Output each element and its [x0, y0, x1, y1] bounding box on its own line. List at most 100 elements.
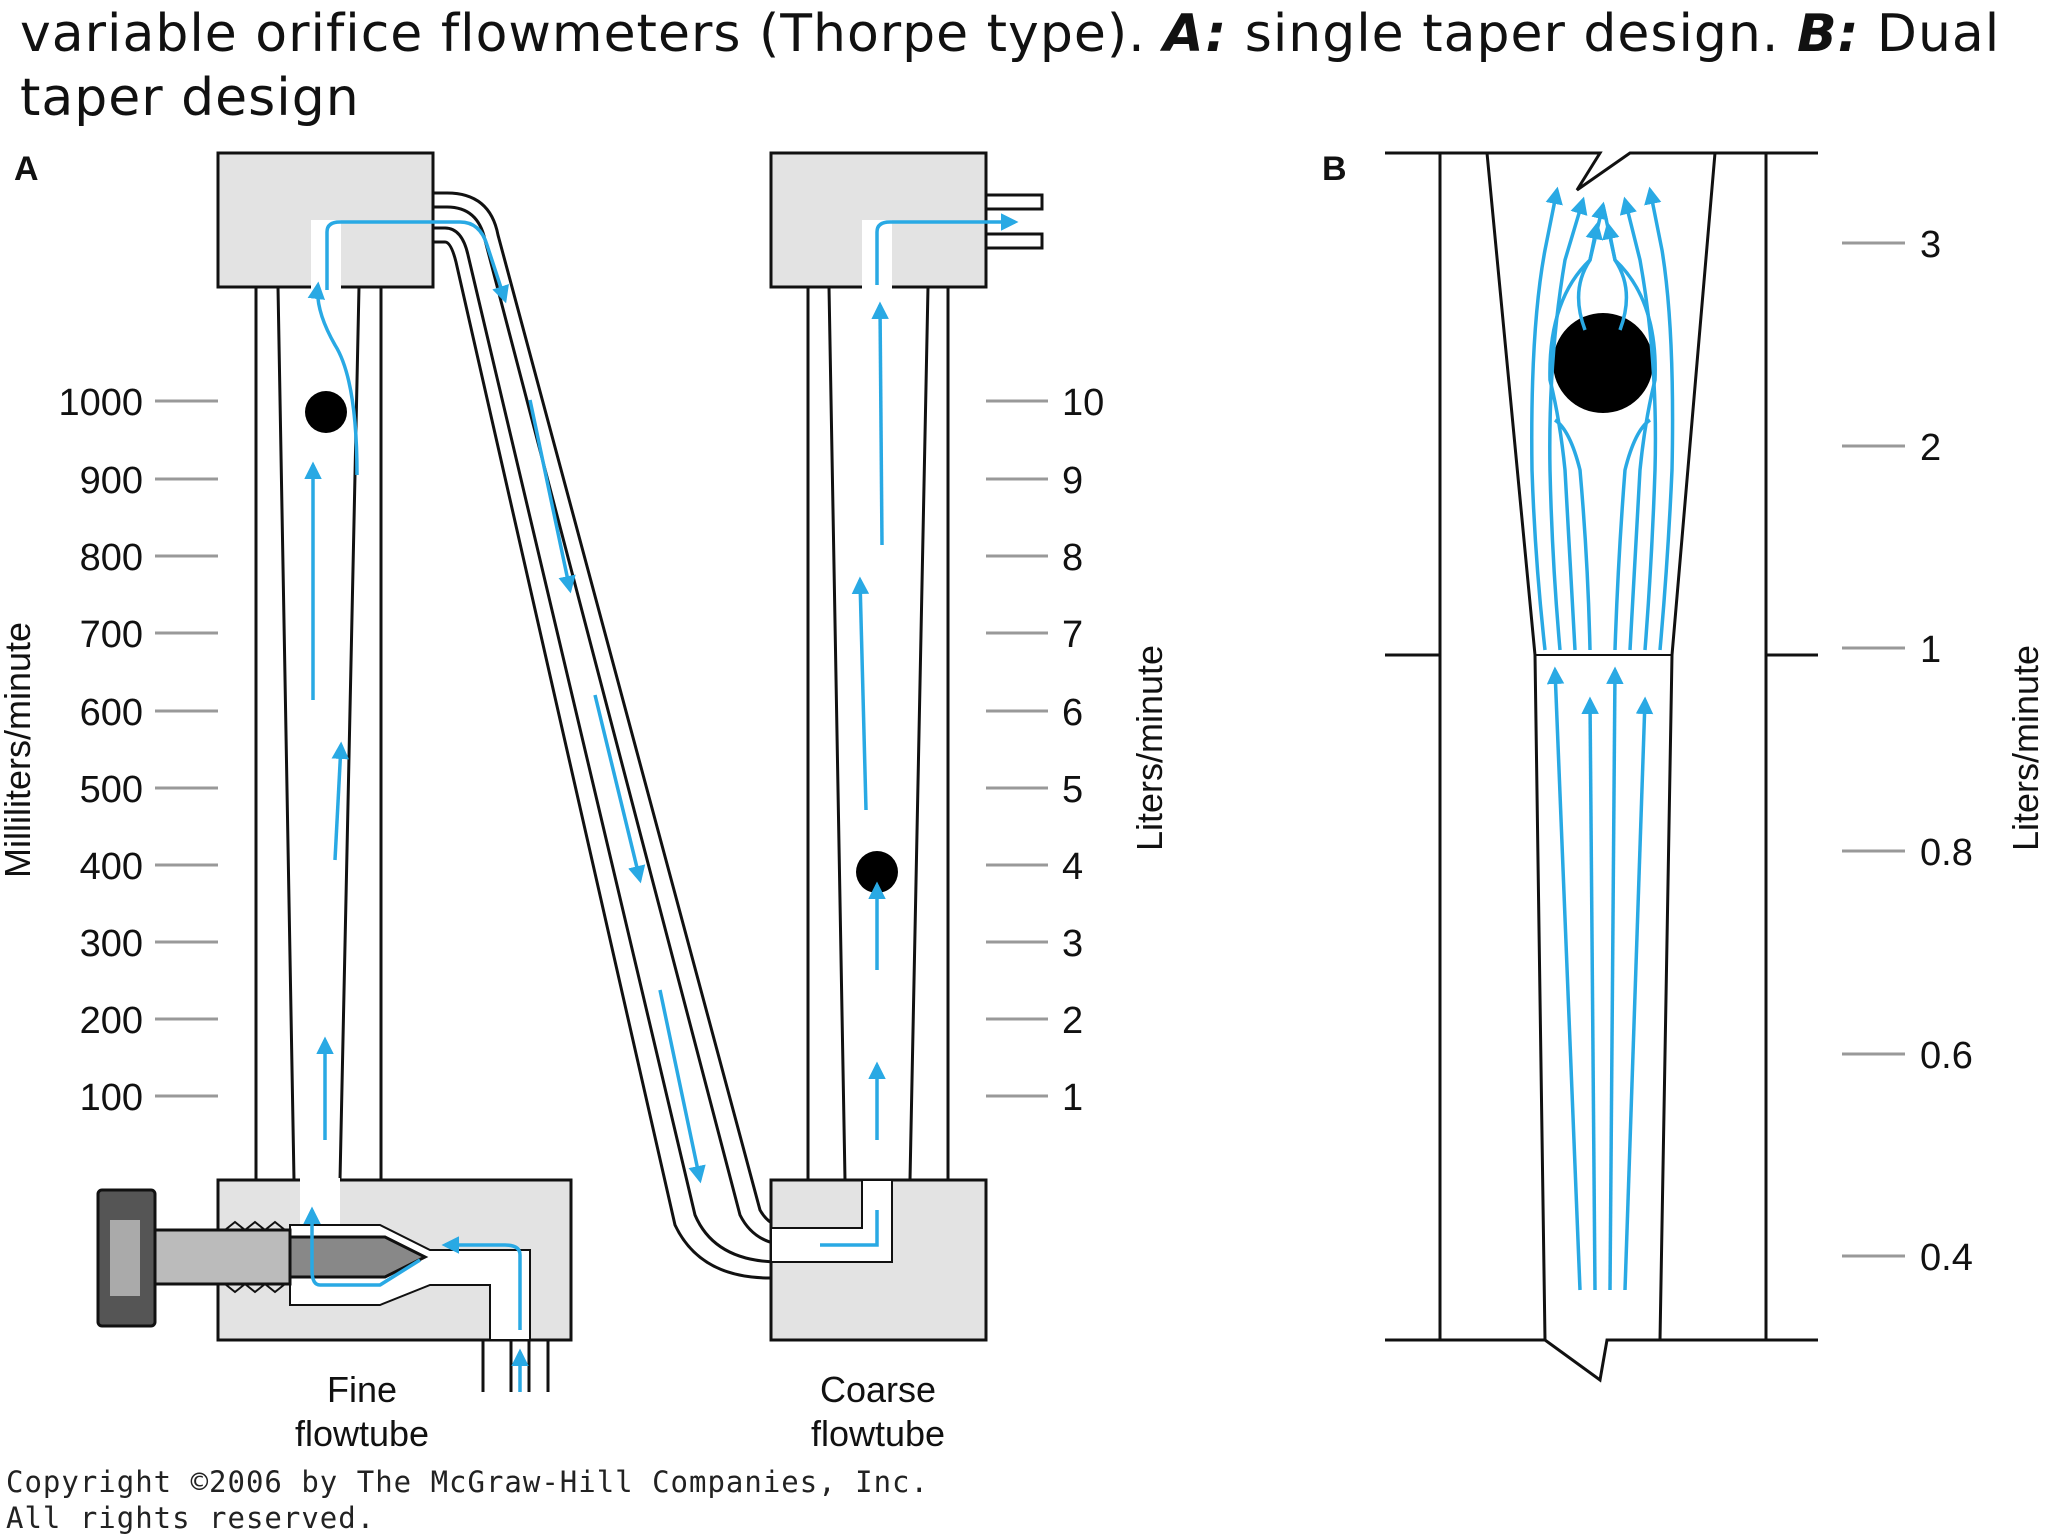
flow-arrow — [331, 741, 350, 861]
flow-line — [1553, 418, 1592, 651]
fine-tube-caption: flowtube — [295, 1413, 429, 1454]
connector-line-4 — [433, 240, 771, 1280]
left-tick-label: 300 — [80, 923, 143, 965]
b-tick-label: 0.4 — [1920, 1237, 1973, 1279]
connector-line-2 — [433, 205, 791, 1247]
panel-b: B — [1322, 150, 2046, 1383]
flow-arrow — [325, 220, 509, 304]
panel-a-label: A — [14, 150, 39, 188]
flow-arrow — [1619, 196, 1658, 651]
b-tick-label: 0.8 — [1920, 832, 1973, 874]
valve-thread-bottom — [224, 1282, 286, 1294]
right-tick-label: 7 — [1062, 614, 1083, 656]
fine-tube-caption: Fine — [327, 1369, 397, 1410]
flow-arrow — [1548, 201, 1609, 651]
right-tick-label: 9 — [1062, 460, 1083, 502]
left-tick-label: 700 — [80, 614, 143, 656]
left-scale: 1000 900 800 700 600 500 400 300 200 100… — [0, 382, 218, 1119]
bottom-break-line — [1385, 1338, 1818, 1383]
right-tick-label: 1 — [1062, 1077, 1083, 1119]
left-tick-label: 900 — [80, 460, 143, 502]
right-scale-b: 3 2 1 0.8 0.6 0.4 Liters/minute — [1842, 224, 2046, 1279]
right-tick-label: 2 — [1062, 1000, 1083, 1042]
coarse-tube-inner-wall — [827, 286, 930, 1181]
right-tick-label: 5 — [1062, 769, 1083, 811]
tube-b-upper-taper — [1485, 152, 1717, 656]
right-scale-a: 10 9 8 7 6 5 4 3 2 1 Liters/minute — [986, 382, 1170, 1119]
valve-stem — [153, 1228, 292, 1286]
needle-valve-block — [96, 1178, 573, 1392]
fine-flowtube — [216, 151, 435, 1181]
left-tick-label: 400 — [80, 846, 143, 888]
tube-b-outer-wall — [1438, 153, 1768, 1340]
flow-line — [1613, 418, 1652, 651]
flow-arrow — [593, 694, 646, 884]
caption-label-a: A: — [1163, 4, 1228, 64]
right-tick-label: 4 — [1062, 846, 1083, 888]
right-axis-title-b: Liters/minute — [2005, 645, 2046, 851]
valve-thread-top — [224, 1220, 286, 1232]
left-axis-title: Milliliters/minute — [0, 622, 38, 878]
panel-b-flow-arrows — [1530, 186, 1675, 1291]
right-tick-label: 3 — [1062, 923, 1083, 965]
flow-arrow — [1644, 186, 1675, 651]
flow-line — [1601, 204, 1657, 651]
left-tick-label: 100 — [80, 1077, 143, 1119]
inlet-pipe — [481, 1340, 550, 1392]
right-tick-label: 10 — [1062, 382, 1104, 424]
flow-arrow — [658, 989, 706, 1184]
flow-arrow — [1606, 666, 1624, 1291]
left-tick-label: 800 — [80, 537, 143, 579]
left-tick-label: 200 — [80, 1000, 143, 1042]
fine-float-ball — [305, 391, 347, 433]
panel-b-float-ball — [1553, 313, 1653, 413]
connecting-tube — [433, 191, 791, 1280]
coarse-float-ball — [856, 851, 898, 893]
b-tick-label: 3 — [1920, 224, 1941, 266]
tube-b-lower-taper — [1533, 654, 1674, 1341]
flow-arrow — [1602, 221, 1629, 331]
b-tick-label: 0.6 — [1920, 1035, 1973, 1077]
coarse-tube-caption: Coarse — [820, 1369, 936, 1410]
panel-a-flow-arrows — [303, 213, 1019, 1392]
panel-b-label: B — [1322, 150, 1347, 188]
flow-arrow — [1548, 196, 1588, 651]
flow-arrow — [307, 281, 359, 476]
coarse-outlet-pipe-upper — [984, 193, 1044, 211]
fine-tube-outer-wall — [254, 287, 383, 1180]
flow-arrow — [1623, 696, 1654, 1291]
flow-arrow — [528, 399, 576, 594]
caption-text: variable orifice flowmeters (Thorpe type… — [20, 4, 1164, 64]
connector-line-1 — [433, 191, 791, 1230]
flow-arrow — [1576, 221, 1603, 331]
caption-text-a: single taper design. — [1227, 4, 1797, 64]
flow-arrow — [1530, 186, 1563, 651]
flow-arrow — [1546, 666, 1582, 1291]
coarse-bottom-channel — [770, 1179, 893, 1263]
right-axis-title-a: Liters/minute — [1129, 645, 1170, 851]
left-tick-label: 600 — [80, 692, 143, 734]
caption-label-b: B: — [1796, 4, 1860, 64]
flow-arrow — [303, 1206, 421, 1287]
needle-tip — [288, 1235, 429, 1279]
flow-arrow — [1581, 696, 1599, 1291]
flow-arrow — [820, 1210, 879, 1247]
coarse-outlet-pipe-lower — [984, 232, 1044, 250]
right-tick-label: 8 — [1062, 537, 1083, 579]
coarse-tube-caption: flowtube — [811, 1413, 945, 1454]
top-break-line — [1385, 151, 1818, 192]
left-tick-label: 500 — [80, 769, 143, 811]
b-tick-label: 1 — [1920, 629, 1941, 671]
flow-arrow — [851, 576, 870, 811]
flow-arrow — [875, 213, 1019, 285]
copyright-line: Copyright ©2006 by The McGraw-Hill Compa… — [6, 1465, 929, 1499]
connector-line-3 — [433, 226, 781, 1264]
right-tick-label: 6 — [1062, 692, 1083, 734]
flow-arrow — [871, 301, 889, 546]
figure-caption: variable orifice flowmeters (Thorpe type… — [20, 2, 2020, 130]
coarse-tube-outer-wall — [806, 287, 950, 1180]
caption-text-b: Dual taper design — [20, 4, 2001, 128]
b-tick-label: 2 — [1920, 427, 1941, 469]
flow-arrow — [441, 1236, 522, 1330]
